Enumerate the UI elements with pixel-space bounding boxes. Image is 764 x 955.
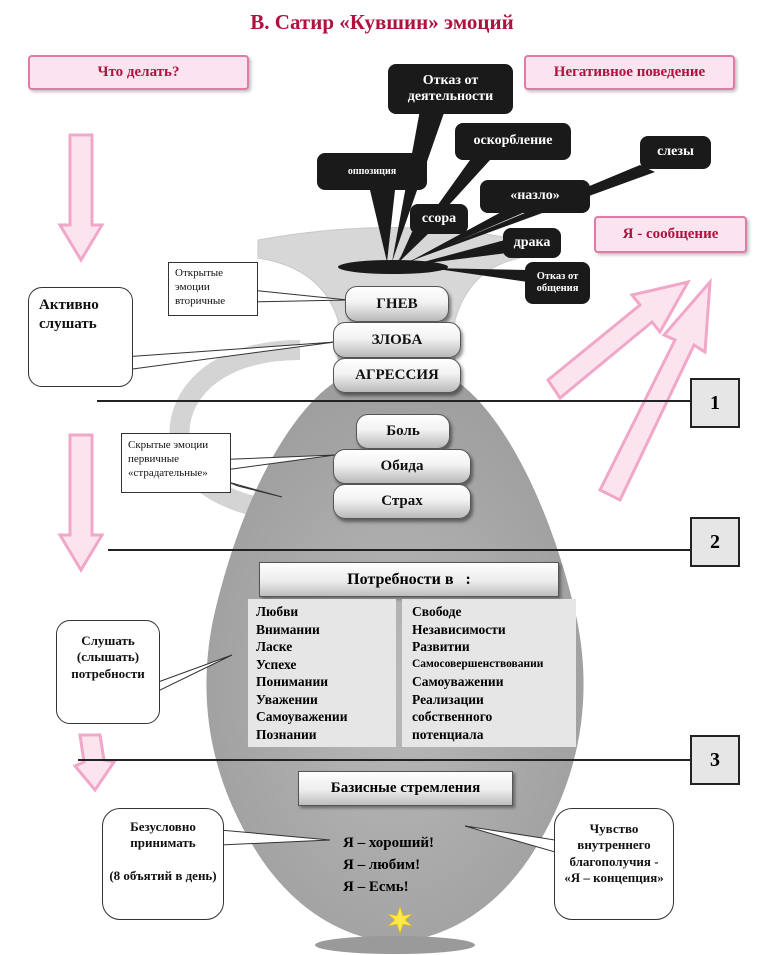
- sun-icon: [387, 906, 413, 934]
- accept-note: Безусловно принимать (8 объятий в день): [102, 808, 224, 920]
- basic-aspirations-title: Базисные стремления: [298, 771, 513, 806]
- hidden-emotions-note: Скрытые эмоции первичные «страдательные»: [121, 433, 231, 493]
- callout-insult: оскорбление: [455, 123, 571, 160]
- need-item: Самоуважении: [412, 674, 504, 689]
- emotion-pain: Боль: [356, 414, 450, 449]
- basic-line-2: Я – любим!: [343, 857, 421, 873]
- need-item: Ласке: [256, 639, 293, 654]
- callout-refusal-communication: Отказ от общения: [525, 262, 590, 304]
- callout-quarrel: ссора: [410, 204, 468, 234]
- down-arrow-icon: [57, 133, 117, 793]
- emotion-aggression: АГРЕССИЯ: [333, 358, 461, 393]
- callout-refusal-activity: Отказ от деятельности: [388, 64, 513, 114]
- need-item: Реализации: [412, 691, 484, 707]
- need-item: Любви: [256, 604, 299, 619]
- needs-right-list: Свободе Независимости Развитии Самосовер…: [402, 599, 576, 747]
- need-item: Уважении: [256, 691, 318, 707]
- need-item: собственного: [412, 709, 493, 724]
- listen-needs-note: Слушать (слышать) потребности: [56, 620, 160, 724]
- i-message-label: Я - сообщение: [594, 216, 747, 253]
- level-box-2: 2: [690, 517, 740, 567]
- callout-tears: слезы: [640, 136, 711, 169]
- level-box-3: 3: [690, 735, 740, 785]
- wellbeing-note: Чувство внутреннего благополучия - «Я – …: [554, 808, 674, 920]
- emotion-fear: Страх: [333, 484, 471, 519]
- need-item: Свободе: [412, 604, 462, 619]
- basic-line-1: Я – хороший!: [343, 835, 435, 851]
- page-title: В. Сатир «Кувшин» эмоций: [250, 10, 514, 34]
- need-item: потенциала: [412, 726, 484, 742]
- accept-text: Безусловно принимать: [130, 819, 196, 851]
- emotion-anger: ГНЕВ: [345, 286, 449, 322]
- hugs-text: (8 объятий в день): [109, 867, 217, 883]
- open-emotions-note: Открытые эмоции вторичные: [168, 262, 258, 316]
- need-item: Самоуважении: [256, 709, 348, 724]
- needs-left-list: Любви Внимании Ласке Успехе Понимании Ув…: [248, 599, 396, 747]
- basic-line-3: Я – Есмь!: [343, 879, 409, 895]
- need-item: Развитии: [412, 639, 470, 654]
- needs-title: Потребности в :: [259, 562, 559, 597]
- need-item: Независимости: [412, 621, 506, 637]
- active-listening-note: Активно слушать: [28, 287, 133, 387]
- callout-spite: «назло»: [480, 180, 590, 213]
- callout-fight: драка: [503, 228, 561, 258]
- emotion-resentment: Обида: [333, 449, 471, 484]
- need-item: Внимании: [256, 621, 320, 637]
- emotion-malice: ЗЛОБА: [333, 322, 461, 358]
- what-to-do-label: Что делать?: [28, 55, 249, 90]
- need-item: Самосовершенствовании: [412, 657, 544, 670]
- level-box-1: 1: [690, 378, 740, 428]
- jug-foot: [315, 936, 475, 954]
- up-right-arrow-icon: [545, 277, 712, 503]
- need-item: Познании: [256, 726, 317, 742]
- need-item: Понимании: [256, 674, 328, 689]
- callout-opposition: оппозиция: [317, 153, 427, 190]
- negative-behavior-label: Негативное поведение: [524, 55, 735, 90]
- need-item: Успехе: [256, 656, 297, 672]
